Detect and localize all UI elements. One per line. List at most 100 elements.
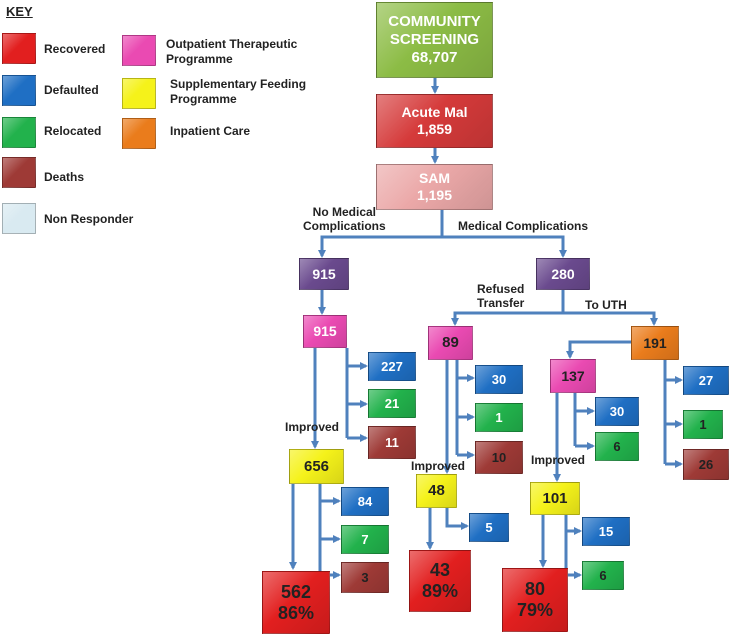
arrow-split-med: [442, 235, 567, 258]
arrow-inpat-otp: [566, 340, 631, 359]
node-sfp-uth-text-0: 101: [542, 489, 568, 507]
label-medical: Medical Complications: [458, 219, 589, 233]
node-sfp-main-relocated-text-0: 7: [361, 531, 369, 547]
node-otp-refused-deaths-text-0: 10: [491, 449, 507, 465]
node-sfp-main-defaulted: 84: [341, 487, 389, 516]
node-otp-uth-defaulted: 30: [595, 397, 639, 426]
node-sfp-uth-defaulted-text-0: 15: [598, 523, 614, 539]
node-otp-uth-relocated: 6: [595, 432, 639, 461]
node-rec-refused-text-1: 89%: [421, 581, 459, 601]
key-label-nonresponder: Non Responder: [44, 212, 134, 226]
key-label-sfp: Supplementary Feeding Programme: [170, 77, 307, 106]
key-swatch-otp: [122, 35, 156, 66]
node-otp-main: 915: [303, 315, 347, 348]
node-otp-refused-relocated: 1: [475, 403, 523, 432]
node-otp-refused-defaulted: 30: [475, 365, 523, 394]
node-inpatient-defaulted: 27: [683, 366, 729, 395]
node-sfp-refused: 48: [416, 474, 457, 508]
node-rec-refused-text-0: 43: [429, 560, 451, 580]
node-inpatient-defaulted-text-0: 27: [698, 372, 714, 388]
node-rec-uth-text-1: 79%: [516, 600, 554, 620]
node-screening-text-2: 68,707: [411, 49, 458, 66]
key-swatch-relocated: [2, 117, 36, 148]
key-label-otp: Outpatient Therapeutic Programme: [166, 37, 298, 66]
node-sam-text-0: SAM: [418, 170, 451, 186]
label-no-medical: No Medical Complications: [303, 205, 386, 233]
node-rec-main-text-1: 86%: [277, 602, 315, 623]
key-label-inpatient: Inpatient Care: [170, 124, 251, 138]
label-to-uth: To UTH: [585, 298, 627, 312]
node-otp-main-defaulted-text-0: 227: [381, 358, 403, 374]
node-sfp-main-defaulted-text-0: 84: [357, 493, 373, 509]
node-sfp-main: 656: [289, 449, 344, 484]
key-label-recovered: Recovered: [44, 42, 106, 56]
node-otp-main-relocated-text-0: 21: [384, 395, 400, 411]
node-inpatient-deaths-text-0: 26: [698, 456, 714, 472]
key-label-deaths: Deaths: [44, 170, 85, 184]
key-swatch-inpatient: [122, 118, 156, 149]
node-acutemal-text-1: 1,859: [416, 121, 453, 137]
key-swatch-sfp: [122, 78, 156, 109]
node-inpatient-text-0: 191: [643, 334, 667, 351]
node-otp-uth-defaulted-text-0: 30: [609, 403, 625, 419]
node-acutemal-text-0: Acute Mal: [401, 104, 468, 120]
node-sfp-main-deaths-text-0: 3: [361, 569, 369, 585]
node-sfp-main-text-0: 656: [303, 457, 330, 475]
node-otp-refused-defaulted-text-0: 30: [491, 371, 507, 387]
node-inpatient-relocated-text-0: 1: [699, 416, 707, 432]
node-sfp-uth-relocated-text-0: 6: [599, 567, 607, 583]
key-swatch-recovered: [2, 33, 36, 64]
node-otp-main-text-0: 915: [313, 323, 337, 339]
node-sfp-uth-defaulted: 15: [582, 517, 630, 546]
node-otp-main-deaths-text-0: 11: [385, 434, 399, 450]
node-sfp-refused-text-0: 48: [428, 482, 445, 499]
node-nomed-total: 915: [299, 258, 349, 290]
node-screening-text-1: SCREENING: [389, 31, 480, 48]
node-rec-main-text-0: 562: [280, 581, 312, 602]
node-inpatient-deaths: 26: [683, 449, 729, 480]
node-sfp-main-relocated: 7: [341, 525, 389, 554]
node-otp-main-defaulted: 227: [368, 352, 416, 381]
node-sfp-uth-relocated: 6: [582, 561, 624, 590]
node-sfp-refused-defaulted: 5: [469, 513, 509, 542]
node-sfp-refused-defaulted-text-0: 5: [485, 519, 493, 535]
label-refused-transfer: Refused Transfer: [477, 282, 525, 310]
node-inpatient: 191: [631, 326, 679, 360]
node-otp-main-deaths: 11: [368, 426, 416, 459]
label-improved-refused: Improved: [411, 459, 466, 473]
node-otp-uth: 137: [550, 359, 596, 393]
key-swatch-defaulted: [2, 75, 36, 106]
node-rec-uth-text-0: 80: [524, 579, 546, 599]
node-screening-text-0: COMMUNITY: [388, 13, 481, 30]
key-label-relocated: Relocated: [44, 124, 102, 138]
key-swatch-nonresponder: [2, 203, 36, 234]
arrow-med-uth: [563, 311, 658, 326]
node-otp-main-relocated: 21: [368, 389, 416, 418]
node-inpatient-relocated: 1: [683, 410, 723, 439]
label-improved-uth: Improved: [531, 453, 586, 467]
node-med-total-text-0: 280: [551, 265, 575, 282]
key-swatch-deaths: [2, 157, 36, 188]
key-label-defaulted: Defaulted: [44, 83, 99, 97]
label-improved-main: Improved: [285, 420, 340, 434]
key-title: KEY: [6, 4, 33, 19]
arrow-ref-sfp-right: [445, 508, 469, 530]
node-med-total: 280: [536, 258, 590, 290]
node-otp-uth-text-0: 137: [561, 367, 585, 384]
node-sam-text-1: 1,195: [416, 187, 453, 203]
arrow-med-refused: [451, 311, 563, 326]
node-otp-refused-deaths: 10: [475, 441, 523, 474]
node-otp-refused-text-0: 89: [442, 334, 459, 351]
node-sfp-uth: 101: [530, 482, 580, 515]
node-sfp-main-deaths: 3: [341, 562, 389, 593]
node-otp-refused: 89: [428, 326, 473, 360]
node-otp-uth-relocated-text-0: 6: [613, 438, 621, 454]
node-otp-refused-relocated-text-0: 1: [495, 409, 503, 425]
